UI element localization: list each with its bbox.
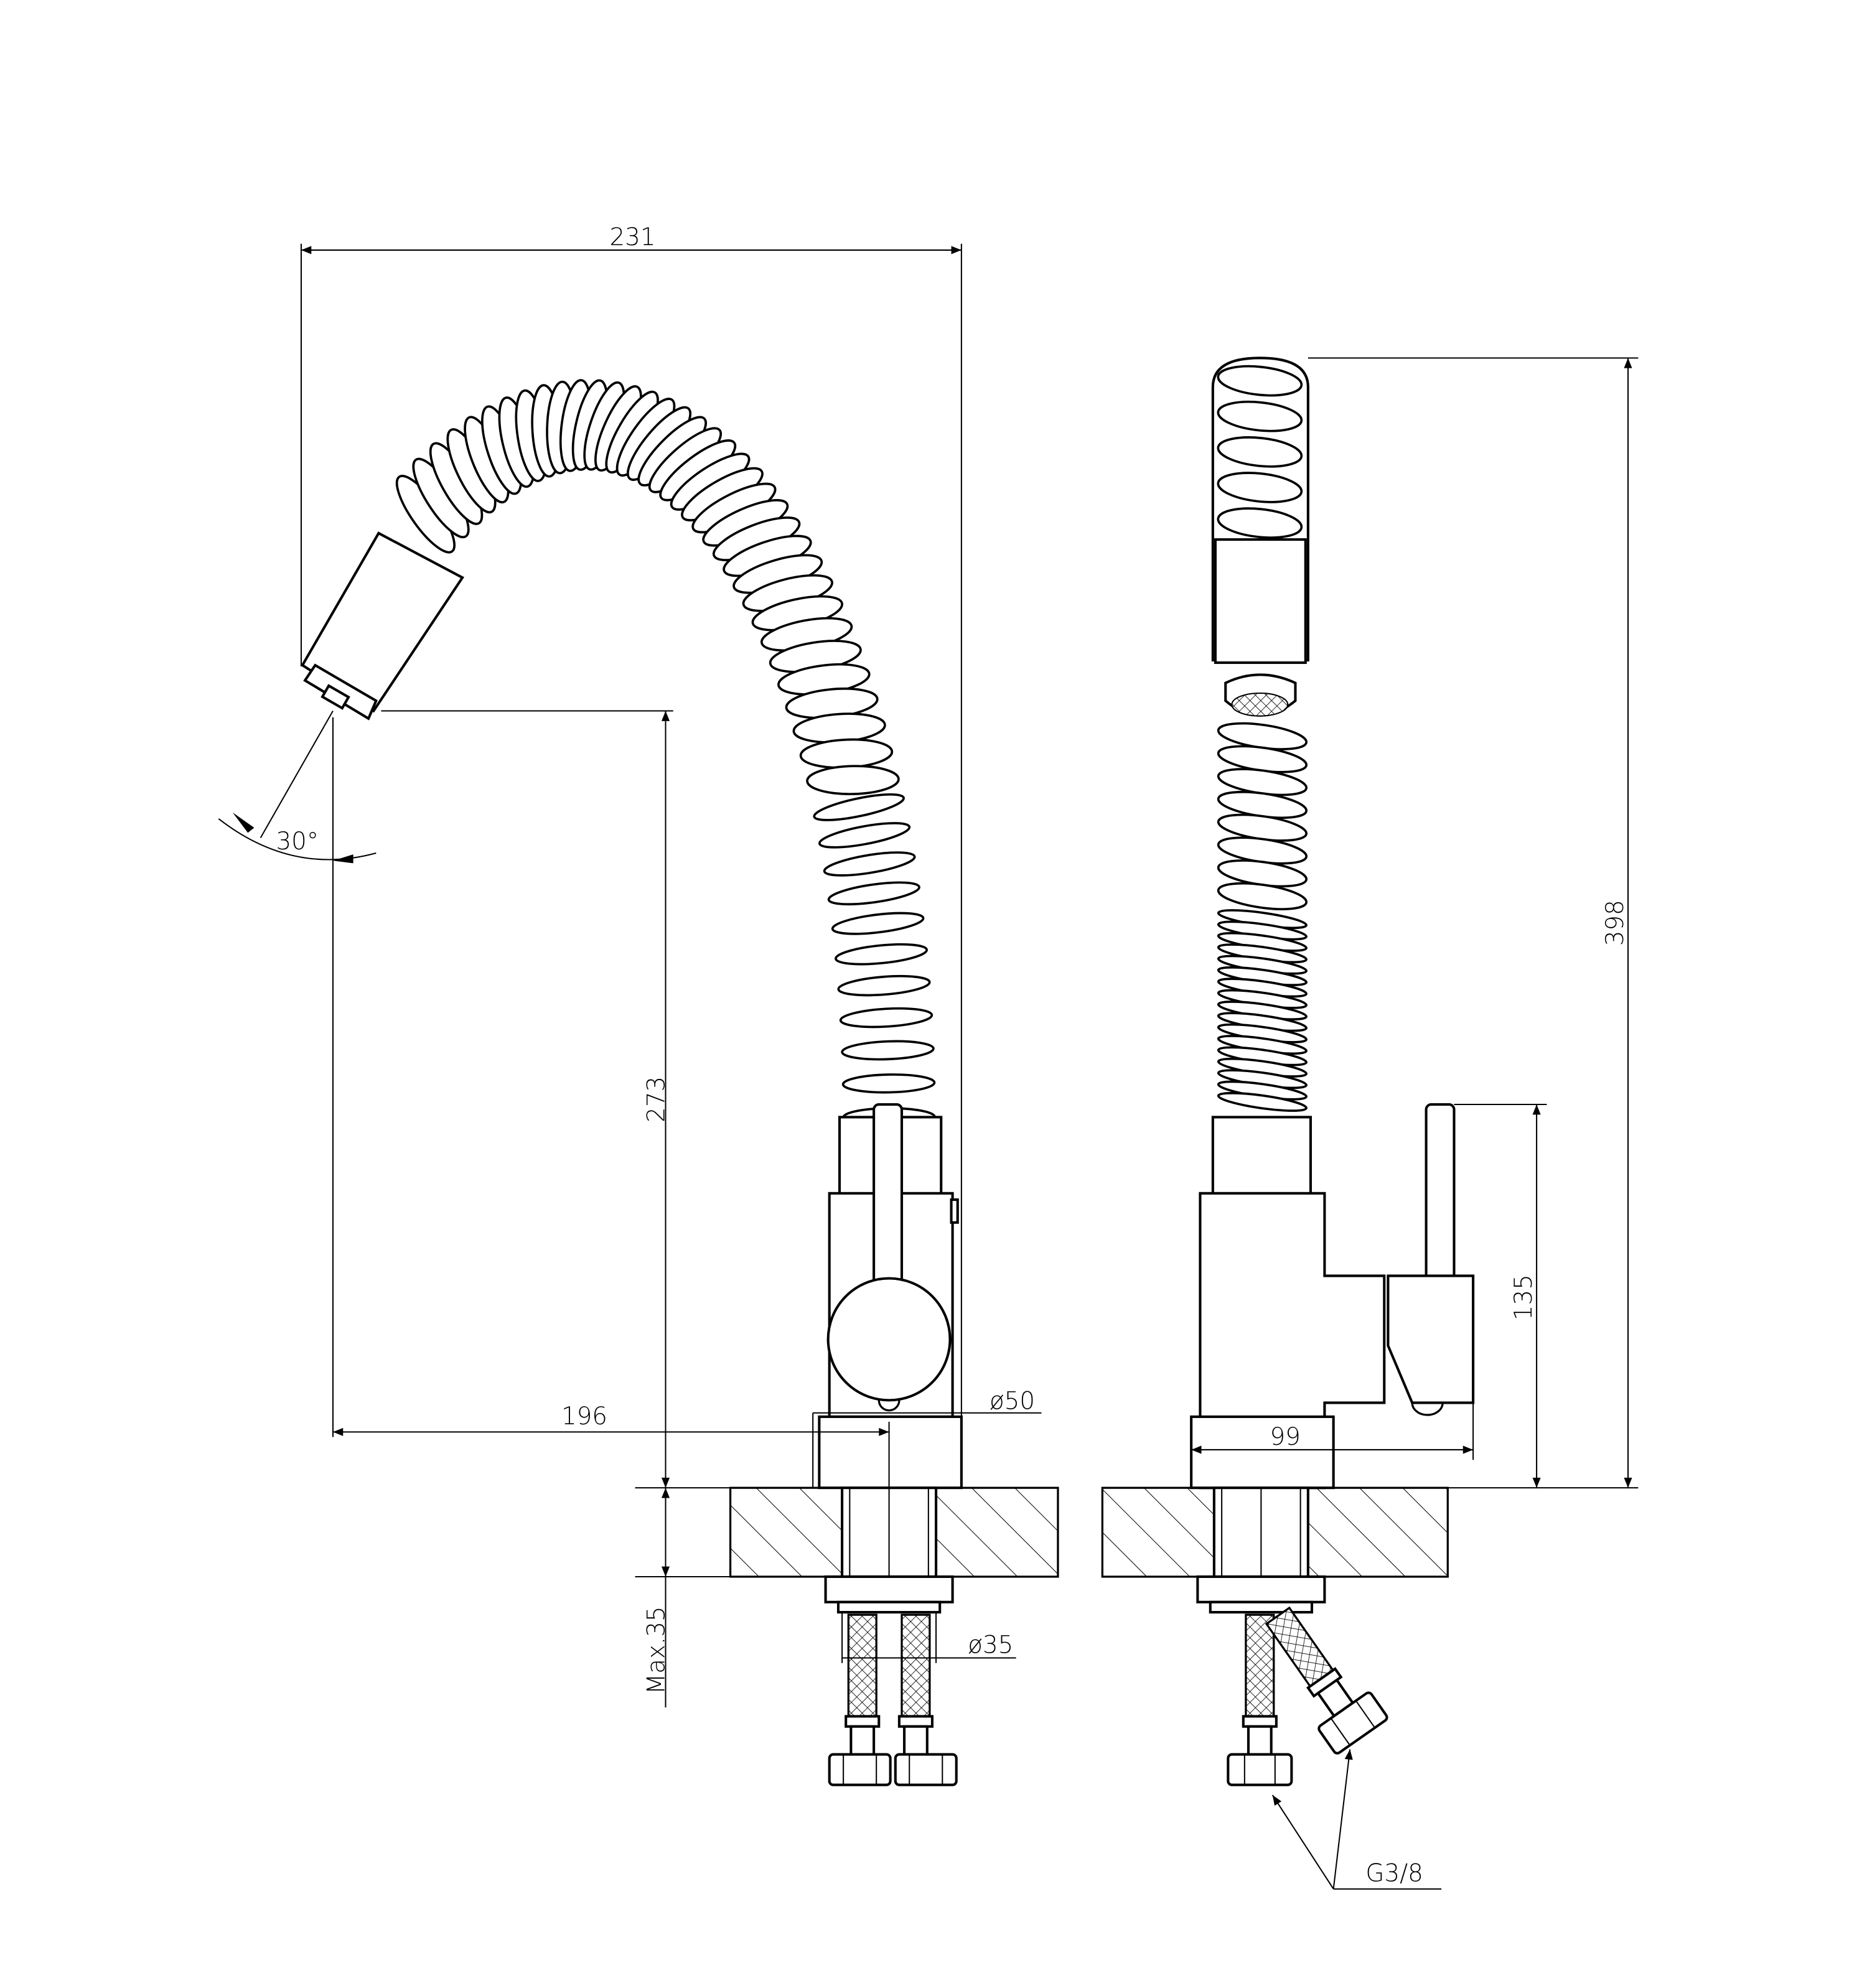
coil-loop (1217, 436, 1303, 468)
coil-loop (1217, 400, 1303, 432)
faucet-body-right (1190, 1103, 1475, 1490)
coil-loop (806, 765, 900, 795)
dimension-mounting-hole: ø35 (968, 1631, 1013, 1659)
countertop-section-right (1101, 1486, 1449, 1614)
spray-head-right (1211, 357, 1309, 717)
coil-loop (841, 1040, 935, 1061)
dimension-handle-height: 135 (1510, 1274, 1538, 1320)
dimension-lines-left (218, 243, 1042, 1708)
dimension-max-counter-thickness: Max.35 (642, 1606, 670, 1694)
dimension-spray-angle: 30° (276, 828, 319, 856)
spring-coil-left (395, 379, 936, 1127)
coil-loop (1217, 882, 1308, 910)
left-view: 231 273 196 ø50 Max.35 ø35 30° (218, 223, 1059, 1786)
coil-loop (818, 822, 911, 849)
spring-coil-right (1217, 722, 1308, 1112)
coil-loop (835, 943, 928, 966)
supply-hoses-left (828, 1613, 958, 1786)
coil-loop (831, 912, 925, 935)
spray-head-left (301, 531, 465, 721)
dimension-body-depth: 99 (1270, 1423, 1300, 1451)
countertop-section-left (729, 1486, 1059, 1614)
dimension-lines-right (1191, 357, 1639, 1890)
faucet-body-left (818, 1103, 963, 1490)
coil-loop (813, 793, 905, 821)
dimension-body-diameter: ø50 (990, 1388, 1035, 1416)
dimension-overall-height: 398 (1601, 900, 1629, 946)
coil-loop (1217, 472, 1303, 503)
dimension-connection-thread: G3/8 (1365, 1860, 1423, 1888)
dimension-spout-projection: 196 (561, 1402, 607, 1430)
coil-loop (837, 974, 931, 997)
coil-loop (841, 1073, 936, 1094)
coil-loop (1217, 365, 1303, 397)
coil-loop (1217, 507, 1303, 539)
dimension-spout-height: 273 (642, 1076, 670, 1122)
supply-hoses-right (1227, 1606, 1388, 1786)
coil-loop (823, 851, 916, 877)
right-view: 398 135 99 G3/8 (1101, 357, 1639, 1890)
dimension-overall-reach: 231 (609, 223, 655, 251)
coil-loop (1217, 1091, 1308, 1112)
coil-loop (839, 1007, 933, 1029)
coil-loop (827, 881, 920, 906)
